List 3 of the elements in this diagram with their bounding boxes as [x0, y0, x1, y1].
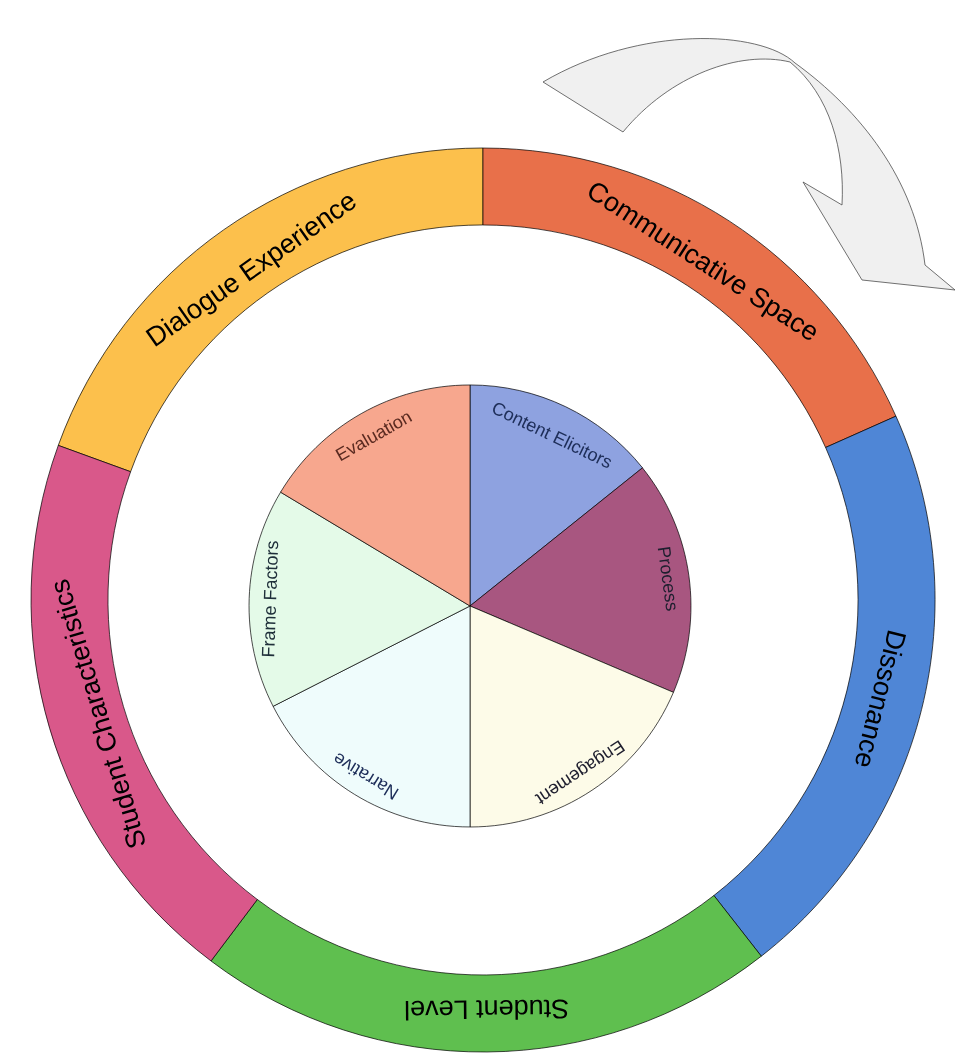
pie-slice: Frame Factors	[248, 491, 471, 707]
ring-segment: Student Level	[210, 895, 762, 1053]
pie-slice: Process	[469, 467, 692, 693]
